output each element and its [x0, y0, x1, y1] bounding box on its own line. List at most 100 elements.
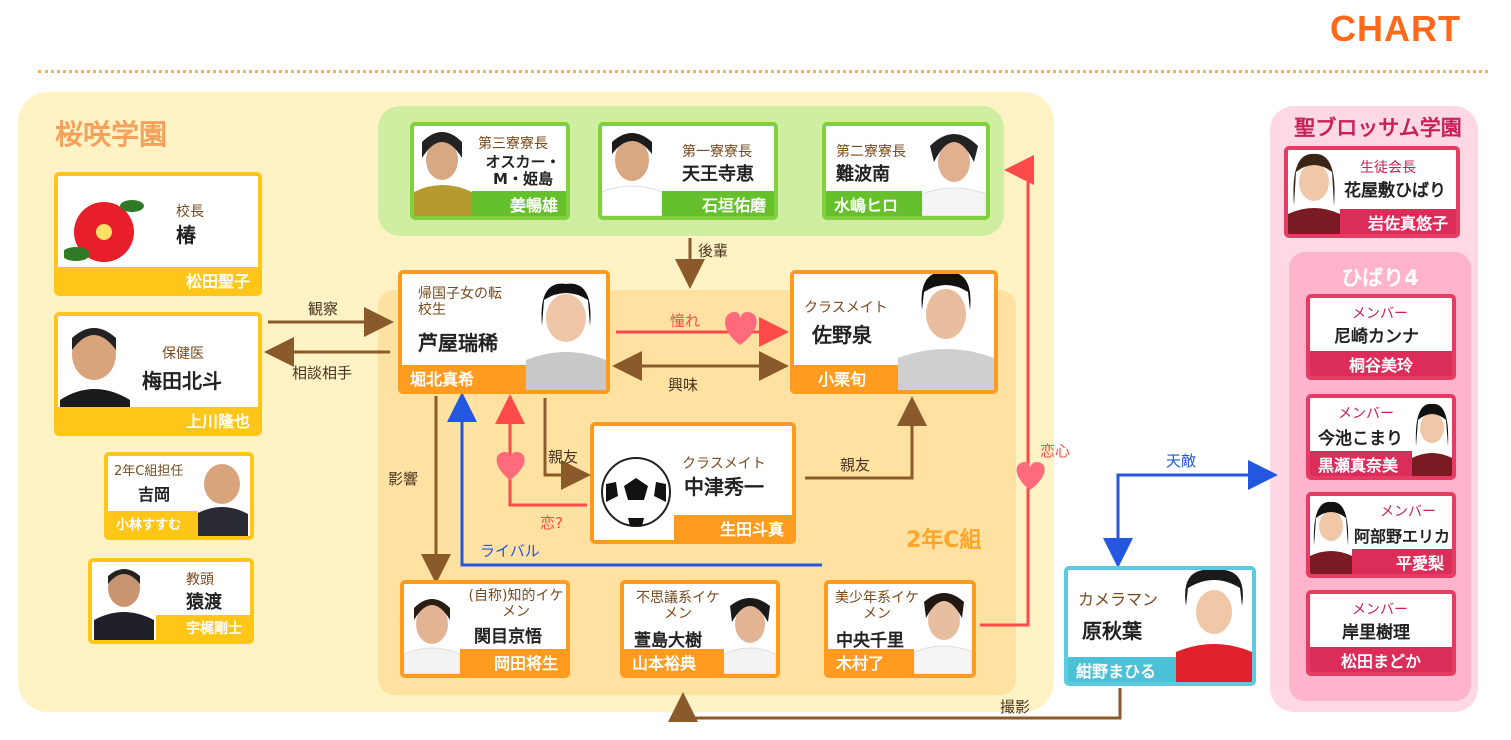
card-name: 佐野泉	[812, 323, 872, 347]
edge-label-observe: 観察	[308, 300, 339, 318]
edge-label-friend2: 親友	[840, 456, 871, 474]
card-role: クラスメイト	[682, 456, 766, 472]
edge-label-admire: 憧れ	[670, 312, 701, 330]
edge-koigokoro	[980, 155, 1034, 627]
card-role: カメラマン	[1078, 590, 1159, 609]
card-name: 天王寺恵	[682, 164, 754, 185]
edge-label-kouhai: 後輩	[698, 242, 729, 260]
card-name: 難波南	[836, 164, 890, 185]
card-actor: 平愛梨	[1352, 549, 1452, 574]
card-actor: 堀北真希	[402, 365, 526, 390]
actor-photo-icon	[1310, 501, 1352, 574]
card-nurse[interactable]: 保健医 梅田北斗 上川隆也	[54, 312, 262, 436]
card-actor: 石垣佑磨	[662, 191, 774, 216]
actor-photo-icon	[196, 464, 248, 536]
card-name: 阿部野エリカ	[1354, 527, 1451, 546]
region-blossom-title: 聖ブロッサム学園	[1294, 116, 1462, 140]
card-name: 関目京悟	[474, 627, 542, 647]
edge-label-consult: 相談相手	[292, 364, 353, 382]
card-president[interactable]: 生徒会長 花屋敷ひばり 岩佐真悠子	[1284, 146, 1460, 238]
card-actor: 松田聖子	[58, 267, 258, 292]
card-role: メンバー	[1338, 406, 1394, 422]
card-actor: 宇梶剛士	[156, 615, 250, 640]
card-role: メンバー	[1352, 602, 1408, 618]
card-name: 中津秀一	[684, 475, 764, 499]
card-dorm3[interactable]: 第三寮寮長 オスカー・M・姫島 姜暢雄	[410, 122, 570, 220]
card-member2[interactable]: メンバー 今池こまり 黒瀬真奈美	[1306, 394, 1456, 480]
card-member3[interactable]: メンバー 阿部野エリカ 平愛梨	[1306, 492, 1456, 578]
region-sakura-title: 桜咲学園	[55, 118, 168, 151]
card-actor: 岡田将生	[460, 649, 566, 674]
region-class-2c-label: 2年C組	[906, 528, 982, 553]
card-role: 保健医	[162, 346, 204, 362]
heart-icon	[496, 452, 525, 480]
card-role: 校長	[176, 204, 204, 220]
card-name: 萱島大樹	[634, 631, 702, 651]
edge-label-koi: 恋?	[540, 514, 563, 532]
edge-label-interest: 興味	[668, 376, 699, 394]
actor-photo-icon	[602, 133, 662, 216]
edge-koi	[495, 394, 587, 507]
edge-label-koigokoro: 恋心	[1040, 442, 1071, 460]
card-name: 猿渡	[186, 592, 222, 613]
card-role: 生徒会長	[1360, 160, 1416, 176]
card-actor: 岩佐真悠子	[1340, 209, 1456, 234]
card-homeroom[interactable]: 2年C組担任 吉岡 小林すすむ	[104, 452, 254, 540]
edge-tenteki	[1116, 460, 1278, 560]
card-name: 今池こまり	[1318, 429, 1403, 449]
card-principal[interactable]: 校長 椿 松田聖子	[54, 172, 262, 296]
card-role: 不思議系イケメン	[636, 590, 720, 622]
actor-photo-icon	[94, 569, 154, 640]
card-sekime[interactable]: (自称)知的イケメン 関目京悟 岡田将生	[400, 580, 570, 678]
card-actor: 水嶋ヒロ	[826, 191, 922, 216]
actor-photo-icon	[404, 599, 460, 674]
card-camera[interactable]: カメラマン 原秋葉 紺野まひる	[1064, 566, 1256, 686]
card-dorm1[interactable]: 第一寮寮長 天王寺恵 石垣佑磨	[598, 122, 778, 220]
card-actor: 山本裕典	[624, 649, 724, 674]
card-nakatsu[interactable]: クラスメイト 中津秀一 生田斗真	[590, 422, 796, 544]
card-actor: 生田斗真	[674, 515, 792, 540]
card-name: 芦屋瑞稀	[418, 331, 498, 355]
card-role: 第三寮寮長	[478, 136, 548, 152]
chart-title: CHART	[1330, 8, 1461, 49]
card-name: 中央千里	[836, 631, 904, 651]
edge-label-rival: ライバル	[480, 542, 540, 560]
card-name: 原秋葉	[1082, 619, 1142, 643]
card-role: (自称)知的イケメン	[468, 588, 564, 620]
card-member4[interactable]: メンバー 岸里樹理 松田まどか	[1306, 590, 1456, 676]
card-dorm2[interactable]: 第二寮寮長 難波南 水嶋ヒロ	[822, 122, 990, 220]
header-divider	[38, 70, 1488, 73]
card-role: 第二寮寮長	[836, 144, 906, 160]
edge-friend2	[805, 396, 927, 480]
card-name: 岸里樹理	[1342, 623, 1410, 643]
card-nakao[interactable]: 美少年系イケメン 中央千里 木村了	[824, 580, 976, 678]
card-vice[interactable]: 教頭 猿渡 宇梶剛士	[88, 558, 254, 644]
card-role: メンバー	[1380, 504, 1436, 520]
edge-label-friend1: 親友	[548, 448, 579, 466]
card-mizuki[interactable]: 帰国子女の転校生 芦屋瑞稀 堀北真希	[398, 270, 610, 394]
card-sano[interactable]: クラスメイト 佐野泉 小栗旬	[790, 270, 998, 394]
card-actor: 黒瀬真奈美	[1310, 451, 1412, 476]
card-role: 美少年系イケメン	[835, 590, 919, 622]
card-role: 帰国子女の転校生	[418, 286, 502, 318]
edge-label-satsuei: 撮影	[1000, 698, 1031, 716]
card-role: 教頭	[186, 572, 214, 588]
actor-photo-icon	[724, 598, 776, 674]
actor-photo-icon	[1176, 570, 1252, 682]
card-role: メンバー	[1352, 306, 1408, 322]
card-name: 吉岡	[138, 485, 171, 504]
card-member1[interactable]: メンバー 尼崎カンナ 桐谷美玲	[1306, 294, 1456, 380]
heart-icon	[1016, 462, 1045, 490]
card-actor: 上川隆也	[58, 407, 258, 432]
actor-photo-icon	[1288, 153, 1340, 234]
edge-satsuei	[668, 688, 1122, 722]
edge-label-tenteki: 天敵	[1166, 452, 1197, 470]
card-kayashima[interactable]: 不思議系イケメン 萱島大樹 山本裕典	[620, 580, 780, 678]
card-role: クラスメイト	[804, 300, 888, 316]
card-name: 尼崎カンナ	[1334, 327, 1419, 347]
card-actor: 木村了	[828, 649, 914, 674]
card-actor: 桐谷美玲	[1310, 351, 1452, 376]
actor-photo-icon	[898, 274, 994, 390]
card-actor: 松田まどか	[1310, 647, 1452, 672]
